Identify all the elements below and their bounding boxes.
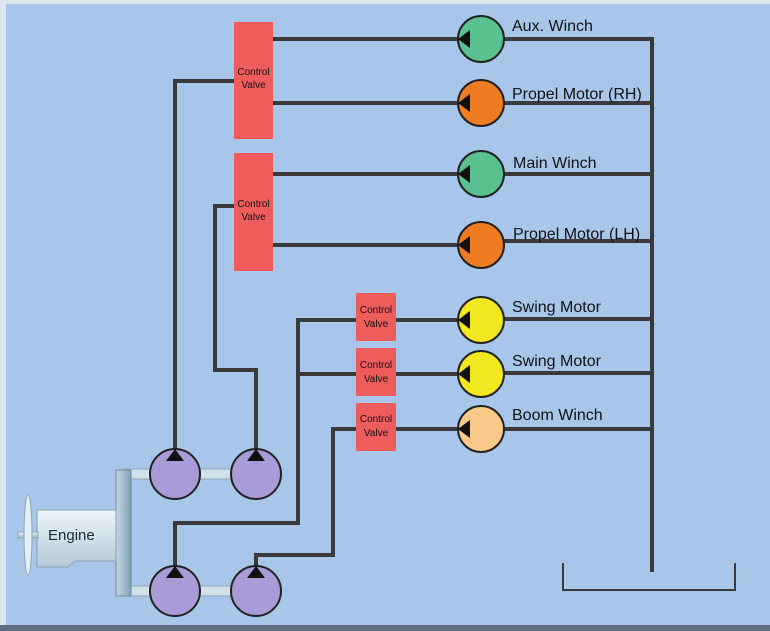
- control-valve-label-line2: Valve: [364, 319, 389, 330]
- svg-text:Valve: Valve: [241, 212, 266, 223]
- svg-text:Valve: Valve: [241, 80, 266, 91]
- svg-text:Valve: Valve: [364, 374, 389, 385]
- motor-aux-winch: Aux. Winch: [457, 15, 593, 63]
- supply-lines: [270, 37, 462, 431]
- pump-4: [230, 565, 282, 617]
- control-valve-label-line1: Control: [360, 414, 392, 425]
- motor-label: Swing Motor: [512, 353, 602, 370]
- motor-arrow-icon: [458, 94, 470, 112]
- control-valve-label-line2: Valve: [241, 212, 266, 223]
- motor-main-winch: Main Winch: [457, 150, 597, 198]
- svg-text:Control: Control: [237, 67, 269, 78]
- pumps: [149, 448, 282, 617]
- motor-arrow-icon: [458, 236, 470, 254]
- engine-flange: [115, 469, 132, 597]
- svg-text:Control: Control: [360, 360, 392, 371]
- pump-arrow-icon: [247, 449, 265, 461]
- control-valve-label-line2: Valve: [364, 374, 389, 385]
- return-lines: [501, 37, 654, 572]
- svg-text:Control: Control: [360, 305, 392, 316]
- tank: [562, 563, 736, 591]
- pump-arrow-icon: [247, 566, 265, 578]
- motor-arrow-icon: [458, 365, 470, 383]
- pump-arrow-icon: [166, 566, 184, 578]
- control-valve-label-line1: Control: [237, 67, 269, 78]
- svg-text:Control: Control: [360, 414, 392, 425]
- motor-arrow-icon: [458, 420, 470, 438]
- motor-label: Boom Winch: [512, 407, 603, 424]
- motor-label: Propel Motor (LH): [513, 226, 640, 243]
- control-valves: Control Valve Control Valve Control Valv…: [234, 22, 396, 451]
- engine-label: Engine: [48, 527, 95, 544]
- motor-swing-2: Swing Motor: [457, 350, 602, 398]
- svg-text:Valve: Valve: [364, 319, 389, 330]
- motor-arrow-icon: [458, 165, 470, 183]
- motor-arrow-icon: [458, 311, 470, 329]
- control-valve-label-line1: Control: [360, 305, 392, 316]
- engine-body: [36, 509, 117, 568]
- motor-label: Propel Motor (RH): [512, 86, 642, 103]
- svg-text:Valve: Valve: [364, 428, 389, 439]
- engine: Engine: [17, 469, 132, 597]
- motor-label: Main Winch: [513, 155, 597, 172]
- motor-propel-rh: Propel Motor (RH): [457, 79, 642, 127]
- control-valve-1: Control Valve: [234, 22, 273, 139]
- control-valve-label-line2: Valve: [241, 80, 266, 91]
- pump-2: [230, 448, 282, 500]
- motor-label: Swing Motor: [512, 299, 602, 316]
- motors: Aux. Winch Propel Motor (RH) Main Winch …: [457, 15, 642, 453]
- motor-propel-lh: Propel Motor (LH): [457, 221, 640, 269]
- svg-text:Control: Control: [237, 199, 269, 210]
- control-valve-label-line1: Control: [237, 199, 269, 210]
- pump-arrow-icon: [166, 449, 184, 461]
- propeller-icon: [23, 494, 33, 576]
- motor-label: Aux. Winch: [512, 18, 593, 35]
- control-valve-5: Control Valve: [356, 403, 396, 451]
- motor-swing-1: Swing Motor: [457, 296, 602, 344]
- pump-1: [149, 448, 201, 500]
- pump-lines: [173, 79, 357, 568]
- diagram-bottom-border: [0, 625, 770, 631]
- control-valve-label-line2: Valve: [364, 428, 389, 439]
- control-valve-2: Control Valve: [234, 153, 273, 271]
- control-valve-3: Control Valve: [356, 293, 396, 341]
- motor-boom-winch: Boom Winch: [457, 405, 603, 453]
- control-valve-4: Control Valve: [356, 348, 396, 396]
- motor-arrow-icon: [458, 30, 470, 48]
- control-valve-label-line1: Control: [360, 360, 392, 371]
- pump-3: [149, 565, 201, 617]
